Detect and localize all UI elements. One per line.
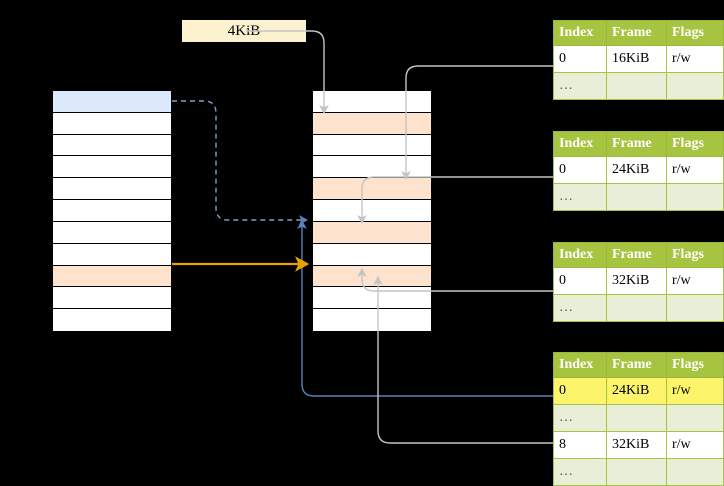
- left-memory-cell-row-6[interactable]: [53, 221, 171, 244]
- middle-memory-cell-row-7[interactable]: [313, 243, 431, 266]
- cell-flags: [666, 183, 724, 211]
- cell-flags: [666, 72, 724, 100]
- cell-flags: r/w: [666, 377, 724, 405]
- cell-frame: 32KiB: [606, 431, 667, 459]
- table-ellipsis-row[interactable]: …: [553, 404, 724, 432]
- cell-flags: r/w: [666, 156, 724, 184]
- flags-column-header: Flags: [666, 242, 724, 268]
- cell-frame: [606, 294, 667, 322]
- table-ellipsis-row[interactable]: …: [553, 72, 724, 100]
- cell-index: 0: [553, 156, 607, 184]
- cell-index: 8: [553, 431, 607, 459]
- cell-frame: [606, 458, 667, 486]
- frame-column-header: Frame: [606, 20, 667, 46]
- left-memory-cell-row-8[interactable]: [53, 265, 171, 288]
- left-memory-cell-row-3[interactable]: [53, 156, 171, 179]
- size-label-4kib: 4KiB: [182, 20, 306, 42]
- left-memory-cell-row-1[interactable]: [53, 112, 171, 135]
- table-ellipsis-row[interactable]: …: [553, 294, 724, 322]
- left-memory-cell-row-7[interactable]: [53, 243, 171, 266]
- table-ellipsis-row[interactable]: …: [553, 183, 724, 211]
- middle-memory-cell-row-1[interactable]: [313, 112, 431, 135]
- index-column-header: Index: [553, 20, 607, 46]
- cell-index: …: [553, 183, 607, 211]
- cell-frame: [606, 404, 667, 432]
- frame-column-header: Frame: [606, 242, 667, 268]
- flags-column-header: Flags: [666, 352, 724, 378]
- flags-column-header: Flags: [666, 131, 724, 157]
- middle-memory-cell-row-5[interactable]: [313, 200, 431, 222]
- flags-column-header: Flags: [666, 20, 724, 46]
- cell-frame: 24KiB: [606, 377, 667, 405]
- table-ellipsis-row[interactable]: …: [553, 458, 724, 486]
- cell-index: …: [553, 72, 607, 100]
- left-memory-column[interactable]: [52, 90, 172, 331]
- cell-flags: [666, 404, 724, 432]
- cell-frame: [606, 183, 667, 211]
- cell-frame: [606, 72, 667, 100]
- left-memory-cell-row-4[interactable]: [53, 178, 171, 201]
- index-column-header: Index: [553, 352, 607, 378]
- left-memory-cell-row-5[interactable]: [53, 200, 171, 222]
- left-memory-cell-row-9[interactable]: [53, 287, 171, 310]
- cell-index: 0: [553, 267, 607, 295]
- cell-frame: 24KiB: [606, 156, 667, 184]
- index-column-header: Index: [553, 242, 607, 268]
- left-memory-cell-row-0[interactable]: [53, 91, 171, 113]
- middle-memory-cell-row-0[interactable]: [313, 91, 431, 113]
- middle-memory-cell-row-9[interactable]: [313, 287, 431, 310]
- middle-memory-cell-row-4[interactable]: [313, 178, 431, 201]
- cell-index: …: [553, 294, 607, 322]
- middle-memory-cell-row-3[interactable]: [313, 156, 431, 179]
- cell-flags: r/w: [666, 45, 724, 73]
- cell-flags: r/w: [666, 431, 724, 459]
- middle-memory-cell-row-8[interactable]: [313, 265, 431, 288]
- cell-flags: [666, 294, 724, 322]
- middle-memory-column[interactable]: [312, 90, 432, 331]
- frame-column-header: Frame: [606, 352, 667, 378]
- cell-index: 0: [553, 45, 607, 73]
- cell-flags: r/w: [666, 267, 724, 295]
- middle-memory-cell-row-6[interactable]: [313, 221, 431, 244]
- middle-memory-cell-row-2[interactable]: [313, 134, 431, 157]
- index-column-header: Index: [553, 131, 607, 157]
- wire-left-row0-to-middle-dashed: [172, 100, 309, 225]
- left-memory-cell-row-10[interactable]: [53, 309, 171, 331]
- left-memory-cell-row-2[interactable]: [53, 134, 171, 157]
- cell-index: …: [553, 404, 607, 432]
- middle-memory-cell-row-10[interactable]: [313, 309, 431, 331]
- cell-frame: 16KiB: [606, 45, 667, 73]
- cell-frame: 32KiB: [606, 267, 667, 295]
- cell-flags: [666, 458, 724, 486]
- frame-column-header: Frame: [606, 131, 667, 157]
- cell-index: …: [553, 458, 607, 486]
- cell-index: 0: [553, 377, 607, 405]
